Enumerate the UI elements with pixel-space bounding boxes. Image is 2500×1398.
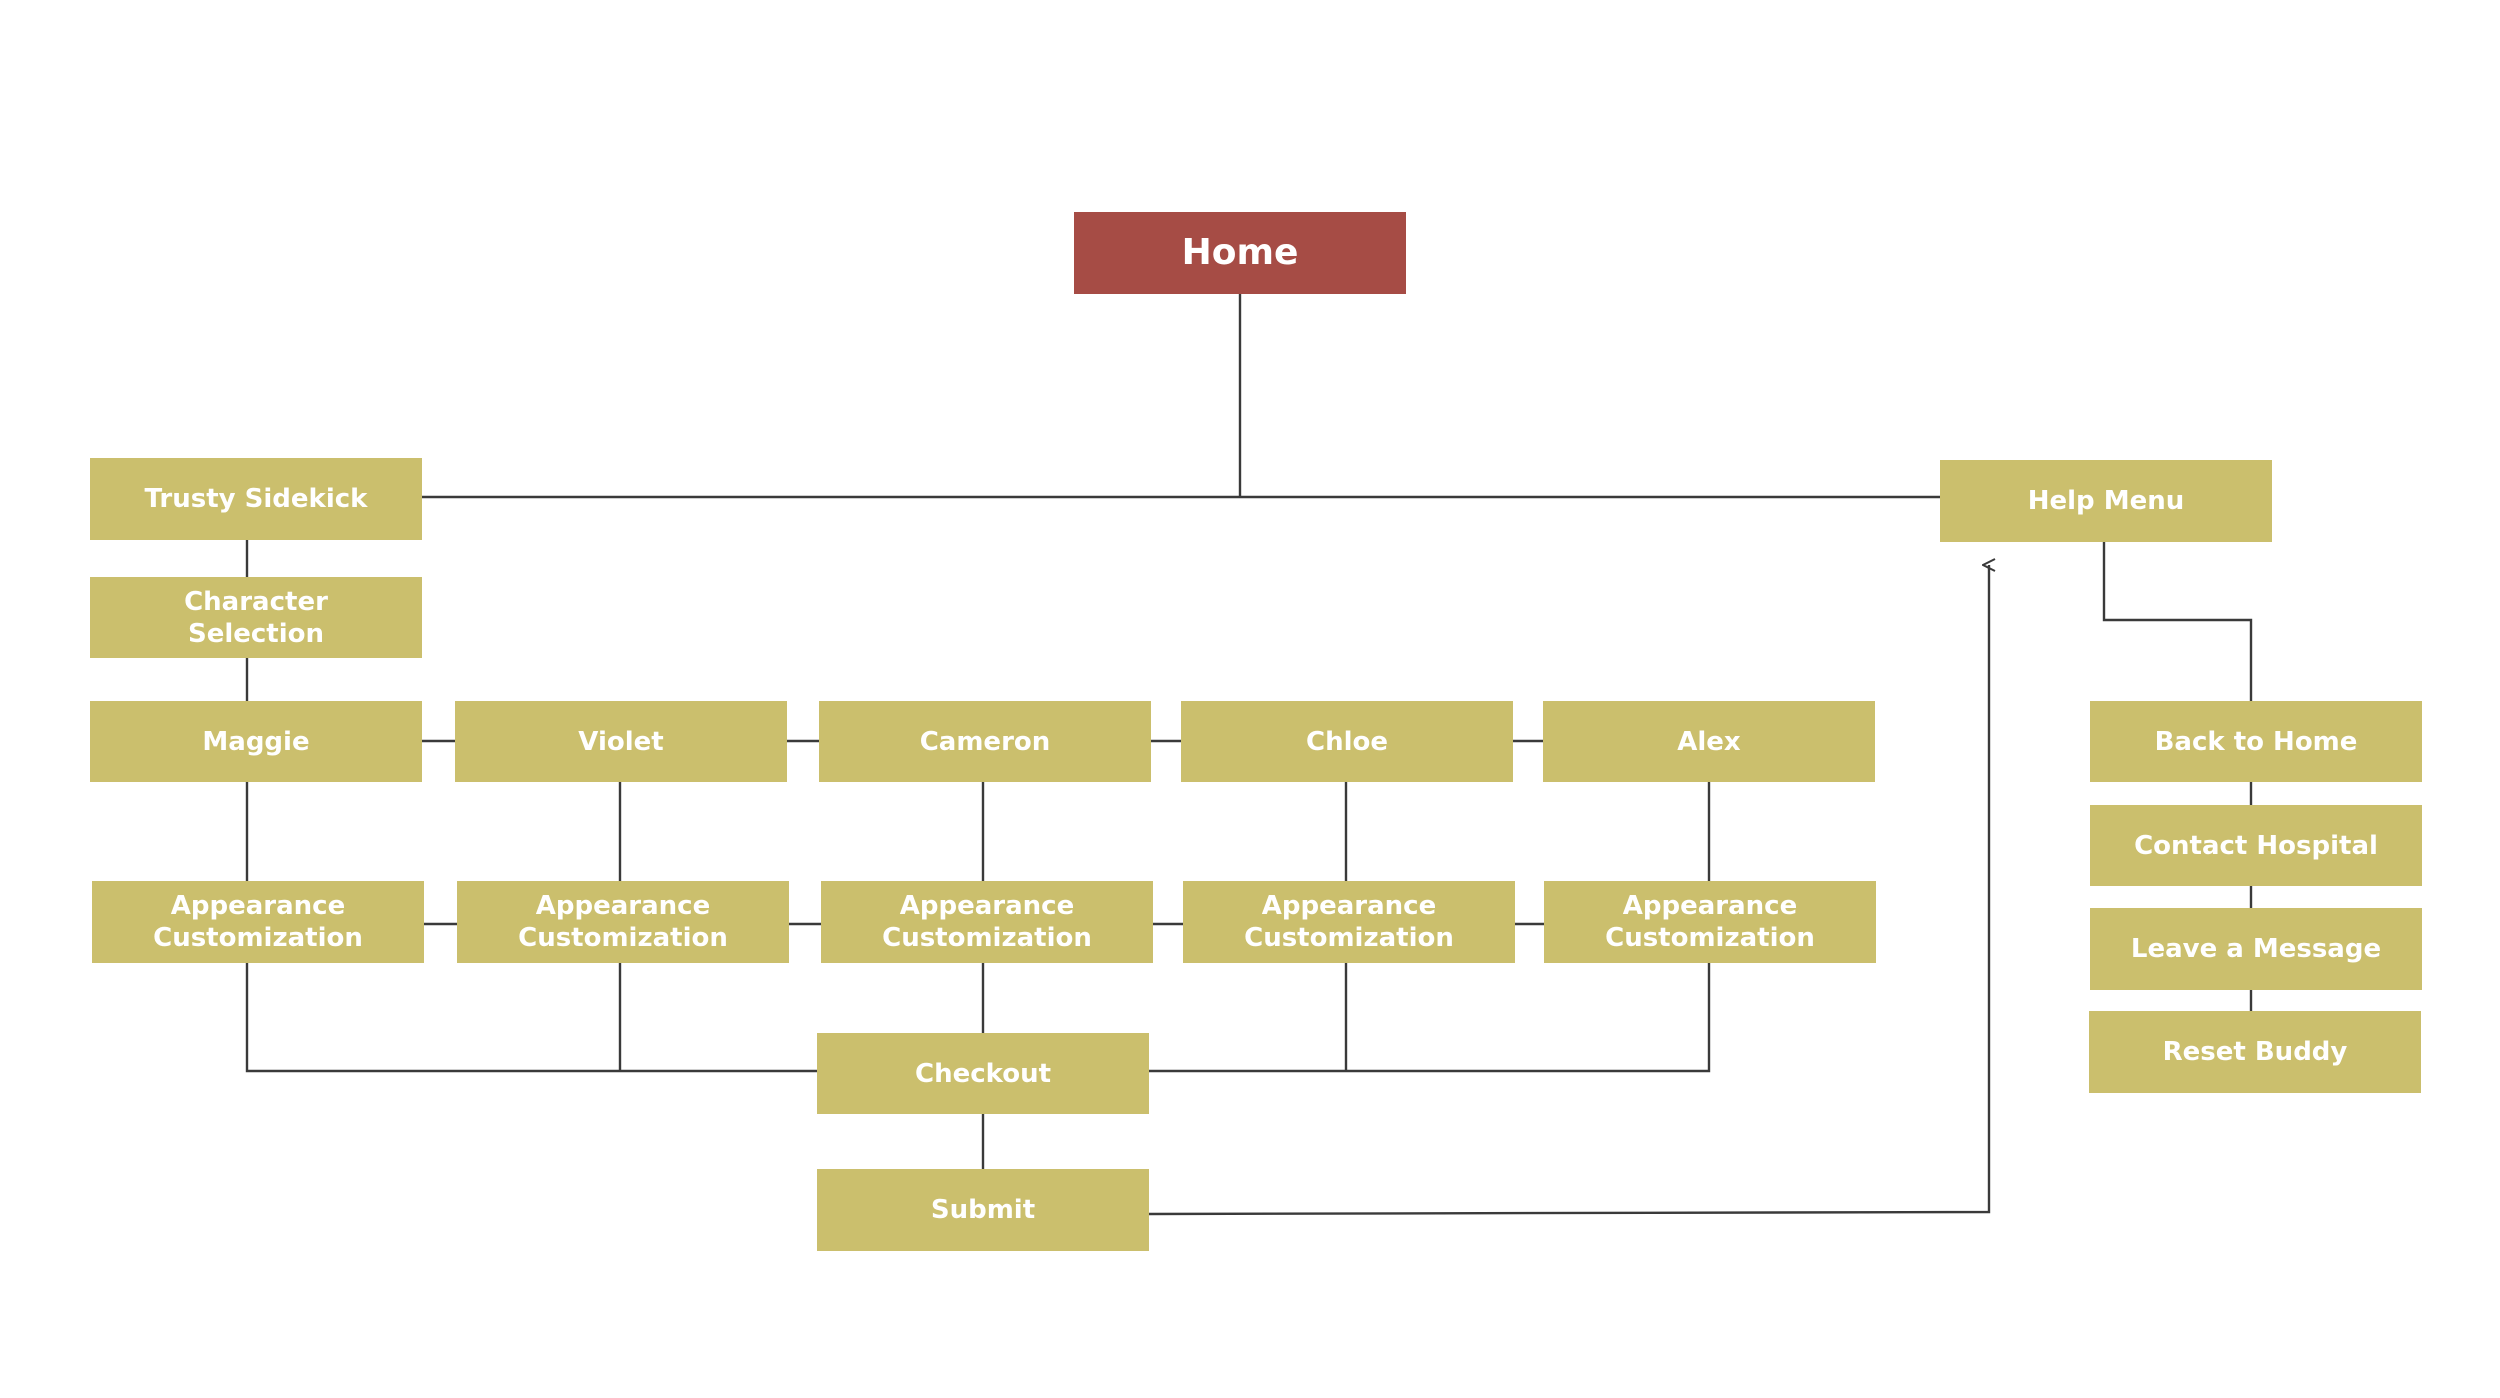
appearance-label-line1: Appearance (170, 891, 346, 921)
appearance-label-line2: Customization (1605, 923, 1815, 953)
appearance-label-line2: Customization (882, 923, 1092, 953)
trusty-sidekick-label: Trusty Sidekick (144, 484, 368, 514)
appearance-label-line1: Appearance (899, 891, 1075, 921)
appearance-label-line2: Customization (1244, 923, 1454, 953)
character-label: Chloe (1306, 726, 1388, 757)
line-checkout-right (1149, 963, 1711, 1073)
appearance-label-line2: Customization (518, 923, 728, 953)
character-node-cameron[interactable]: Cameron (819, 701, 1151, 782)
character-node-alex[interactable]: Alex (1543, 701, 1875, 782)
help-item-label: Back to Home (2154, 726, 2358, 757)
home-node[interactable]: Home (1074, 212, 1406, 294)
character-selection-node[interactable]: Character Selection (90, 577, 422, 658)
appearance-customization-node-cameron[interactable]: Appearance Customization (821, 881, 1153, 963)
appearance-label-line1: Appearance (1622, 891, 1798, 921)
appearance-label-line1: Appearance (1261, 891, 1437, 921)
submit-label: Submit (930, 1195, 1036, 1225)
character-label: Cameron (919, 726, 1051, 757)
help-item-contact-hospital[interactable]: Contact Hospital (2090, 805, 2422, 886)
help-item-label: Leave a Message (2130, 934, 2382, 964)
help-menu-node[interactable]: Help Menu (1940, 460, 2272, 542)
character-label: Violet (578, 726, 664, 757)
character-label: Alex (1677, 726, 1741, 757)
help-item-back-to-home[interactable]: Back to Home (2090, 701, 2422, 782)
line-checkout-left (245, 963, 817, 1073)
character-node-violet[interactable]: Violet (455, 701, 787, 782)
help-item-label: Contact Hospital (2134, 830, 2378, 861)
character-label: Maggie (202, 726, 310, 757)
help-item-label: Reset Buddy (2162, 1037, 2348, 1067)
appearance-customization-node-chloe[interactable]: Appearance Customization (1183, 881, 1515, 963)
appearance-customization-node-alex[interactable]: Appearance Customization (1544, 881, 1876, 963)
line-submit-to-help (1148, 565, 1989, 1216)
help-item-reset-buddy[interactable]: Reset Buddy (2089, 1011, 2421, 1093)
appearance-label-line1: Appearance (535, 891, 711, 921)
help-item-leave-a-message[interactable]: Leave a Message (2090, 908, 2422, 990)
checkout-label: Checkout (914, 1058, 1052, 1089)
character-selection-label-line1: Character (184, 586, 328, 617)
submit-node[interactable]: Submit (817, 1169, 1149, 1251)
appearance-customization-node-violet[interactable]: Appearance Customization (457, 881, 789, 963)
character-selection-label-line2: Selection (187, 618, 325, 649)
character-node-chloe[interactable]: Chloe (1181, 701, 1513, 782)
checkout-node[interactable]: Checkout (817, 1033, 1149, 1114)
line-help-branch (2102, 542, 2253, 701)
appearance-label-line2: Customization (153, 923, 363, 953)
home-label: Home (1181, 232, 1299, 273)
appearance-customization-node-maggie[interactable]: Appearance Customization (92, 881, 424, 963)
character-node-maggie[interactable]: Maggie (90, 701, 422, 782)
help-menu-label: Help Menu (2027, 486, 2185, 516)
trusty-sidekick-node[interactable]: Trusty Sidekick (90, 458, 422, 540)
